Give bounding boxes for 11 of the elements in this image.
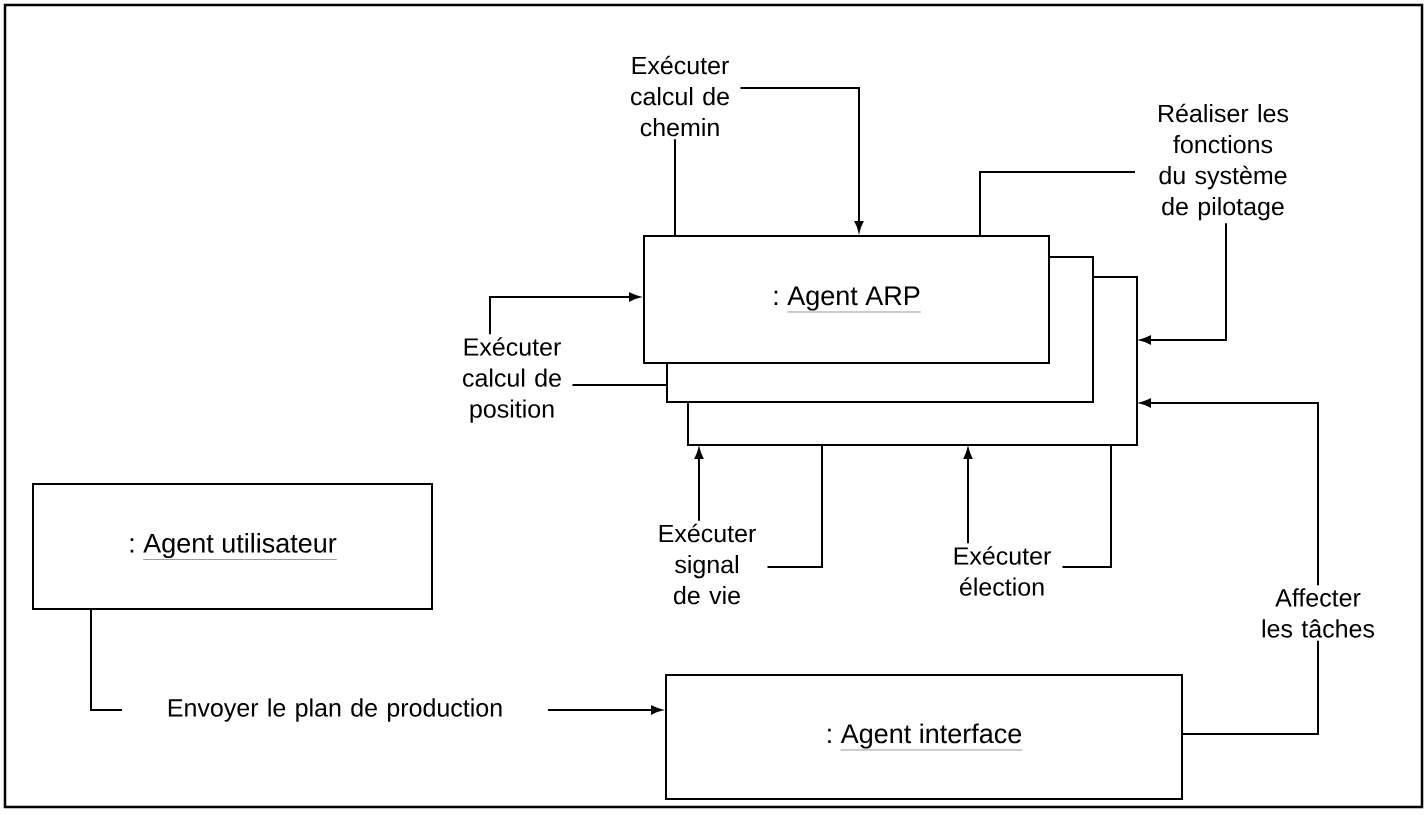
message-label: Exécuter calcul de chemin (619, 52, 741, 140)
message-label: Réaliser les fonctions du système de pilotage (1135, 100, 1311, 224)
message-arrow (1140, 398, 1319, 735)
message-label: Affecter les tâches (1257, 585, 1379, 641)
message-label: Exécuter calcul de position (451, 334, 573, 426)
object-box: : Agent ARP (643, 235, 1138, 446)
message-label: Exécuter signal de vie (646, 520, 768, 608)
message-label: Envoyer le plan de production (122, 695, 548, 725)
object-box: : Agent interface (665, 674, 1183, 800)
message-label: Exécuter élection (941, 543, 1063, 599)
object-box: : Agent utilisateur (32, 483, 433, 610)
